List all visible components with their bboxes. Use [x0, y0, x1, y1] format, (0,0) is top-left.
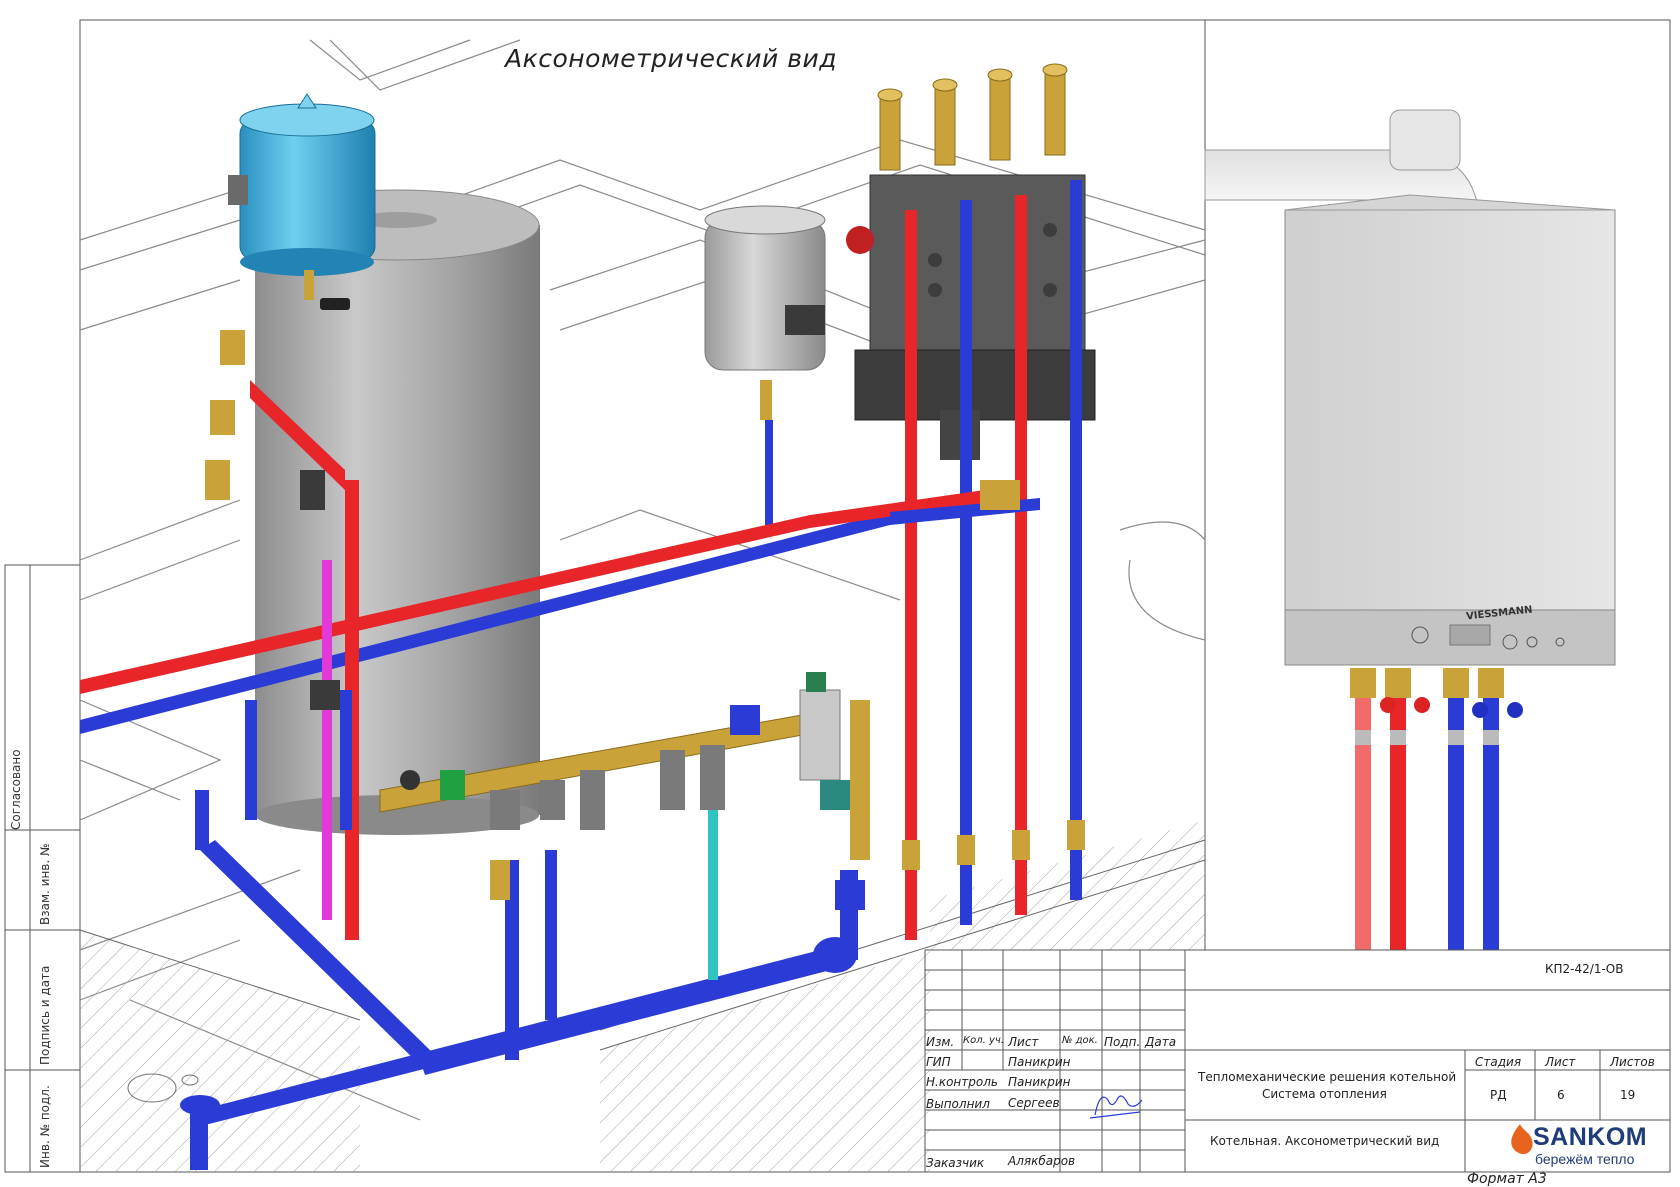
- project-title-line1: Тепломеханические решения котельной: [1198, 1070, 1457, 1084]
- lower-return-loop: [180, 700, 858, 1170]
- logo-name: SANKOM: [1533, 1123, 1648, 1151]
- drawing-title: Аксонометрический вид: [505, 44, 838, 73]
- project-title-line2: Система отопления: [1262, 1087, 1387, 1101]
- signature: [1089, 1095, 1143, 1119]
- name-author: Сергеев: [1008, 1096, 1060, 1110]
- lower-brass-manifold: [379, 672, 870, 980]
- sheet-value: 6: [1557, 1088, 1565, 1102]
- header-date: Дата: [1145, 1035, 1177, 1049]
- header-izm: Изм.: [926, 1035, 955, 1049]
- north-marks: [127, 1073, 199, 1103]
- header-kol: Кол. уч.: [963, 1035, 1004, 1046]
- sheets-value: 19: [1620, 1088, 1636, 1102]
- sheet-title: Котельная. Аксонометрический вид: [1210, 1134, 1440, 1148]
- gas-boiler: [1204, 109, 1616, 950]
- logo-flame-icon: [1511, 1124, 1533, 1155]
- side-label-inventory: Инв. № подл.: [38, 1085, 52, 1168]
- manifold-top-valves: [877, 63, 1068, 171]
- document-code: КП2-42/1-ОВ: [1545, 962, 1624, 976]
- tank-piping: [205, 330, 359, 940]
- role-norm-control: Н.контроль: [926, 1075, 998, 1089]
- hatched-walls: [79, 820, 1206, 1172]
- role-customer: Заказчик: [926, 1156, 985, 1170]
- side-label-replace: Взам. инв. №: [38, 843, 52, 925]
- grey-expansion-vessel: [704, 205, 826, 525]
- storage-tank: [254, 189, 540, 835]
- title-block-frame: [924, 949, 1671, 1173]
- label-sheets: Листов: [1610, 1055, 1655, 1069]
- name-customer: Алякбаров: [1008, 1154, 1076, 1168]
- label-sheet: Лист: [1545, 1055, 1576, 1069]
- side-label-signature-date: Подпись и дата: [38, 965, 52, 1065]
- role-chief-engineer: ГИП: [926, 1055, 951, 1069]
- manifold-pipes: [902, 180, 1085, 940]
- name-norm-control: Паникрин: [1008, 1075, 1071, 1089]
- label-stage: Стадия: [1475, 1055, 1522, 1069]
- main-pipes: [80, 480, 1040, 734]
- side-label-agreed: Согласовано: [9, 749, 23, 830]
- blue-expansion-vessel: [228, 93, 376, 310]
- boiler-pipes: [1350, 668, 1523, 950]
- logo-tagline: бережём тепло: [1535, 1151, 1635, 1167]
- name-chief-engineer: Паникрин: [1008, 1055, 1071, 1069]
- stage-value: РД: [1490, 1088, 1507, 1102]
- role-author: Выполнил: [926, 1097, 990, 1111]
- header-signature: Подп.: [1104, 1035, 1141, 1049]
- side-stamp: [4, 564, 81, 1173]
- format-label: Формат А3: [1467, 1171, 1547, 1187]
- header-doc: № док.: [1062, 1035, 1098, 1046]
- header-list: Лист: [1008, 1035, 1039, 1049]
